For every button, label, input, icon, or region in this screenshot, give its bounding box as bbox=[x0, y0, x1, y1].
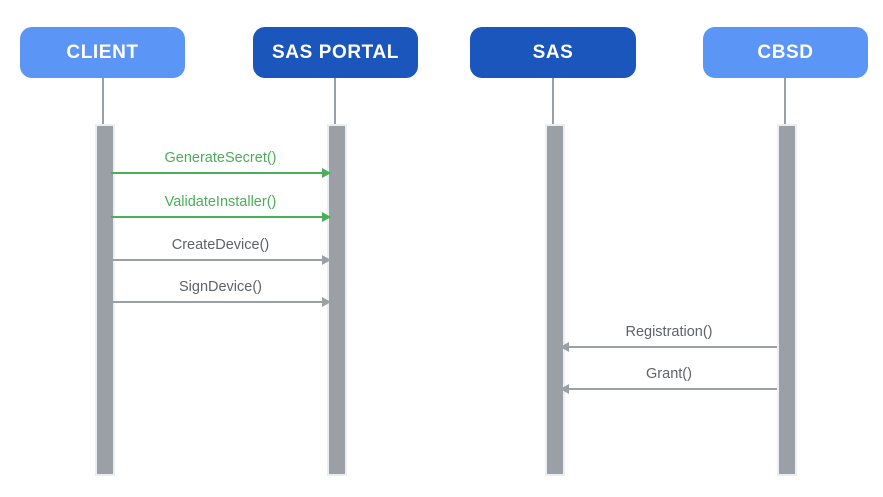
message-arrow-sign-device[interactable] bbox=[111, 301, 330, 303]
lifeline-sas-portal bbox=[334, 78, 336, 124]
arrowhead-left-icon-registration bbox=[560, 342, 569, 352]
lifeline-cbsd bbox=[784, 78, 786, 124]
actor-box-cbsd[interactable]: CBSD bbox=[703, 27, 868, 78]
message-arrow-generate-secret[interactable] bbox=[111, 172, 330, 174]
message-arrow-create-device[interactable] bbox=[111, 259, 330, 261]
arrowhead-right-icon-create-device bbox=[322, 255, 331, 265]
activation-bar-cbsd bbox=[777, 124, 797, 476]
message-label-sign-device: SignDevice() bbox=[179, 279, 262, 295]
activation-bar-client bbox=[95, 124, 115, 476]
message-label-validate-installer: ValidateInstaller() bbox=[164, 194, 277, 210]
actor-label-cbsd: CBSD bbox=[757, 41, 814, 63]
activation-bar-sas bbox=[545, 124, 565, 476]
actor-label-sas-portal: SAS PORTAL bbox=[271, 41, 400, 63]
actor-label-sas: SAS bbox=[532, 41, 574, 63]
arrowhead-right-icon-sign-device bbox=[322, 297, 331, 307]
arrowhead-right-icon-validate-installer bbox=[322, 212, 331, 222]
message-label-create-device: CreateDevice() bbox=[171, 237, 270, 253]
actor-box-client[interactable]: CLIENT bbox=[20, 27, 185, 78]
arrowhead-right-icon-generate-secret bbox=[322, 168, 331, 178]
message-arrow-validate-installer[interactable] bbox=[111, 216, 330, 218]
message-label-generate-secret: GenerateSecret() bbox=[164, 150, 277, 166]
lifeline-client bbox=[102, 78, 104, 124]
lifeline-sas bbox=[552, 78, 554, 124]
actor-label-client: CLIENT bbox=[66, 41, 139, 63]
message-label-registration: Registration() bbox=[625, 324, 713, 340]
message-label-grant: Grant() bbox=[646, 366, 692, 382]
arrowhead-left-icon-grant bbox=[560, 384, 569, 394]
message-arrow-registration[interactable] bbox=[561, 346, 777, 348]
actor-box-sas-portal[interactable]: SAS PORTAL bbox=[253, 27, 418, 78]
actor-box-sas[interactable]: SAS bbox=[470, 27, 636, 78]
message-arrow-grant[interactable] bbox=[561, 388, 777, 390]
